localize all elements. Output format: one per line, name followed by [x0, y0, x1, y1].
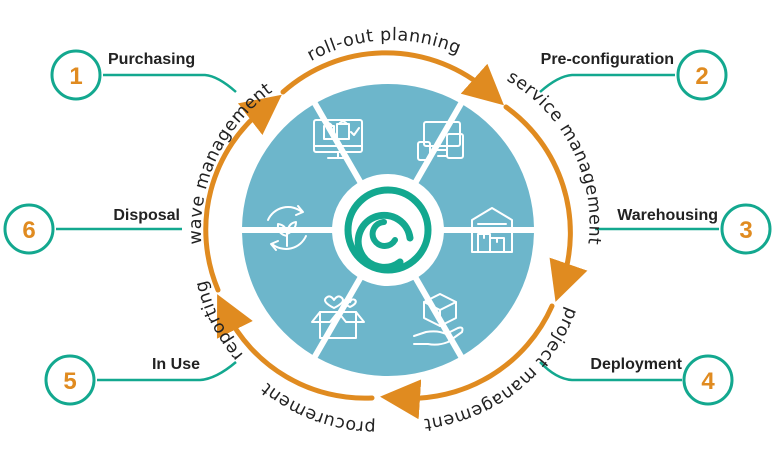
- segment-warehousing: [418, 232, 534, 355]
- svg-text:1: 1: [69, 63, 82, 90]
- warehouse-icon: [471, 207, 513, 253]
- segment-in-use: [242, 232, 358, 355]
- connector-4: [539, 361, 682, 382]
- ring-arrow-bottom-left: [216, 294, 375, 401]
- segment-disposal: [242, 105, 358, 228]
- computer-shopping-icon: [313, 119, 363, 159]
- ring-arrow-top: [280, 50, 504, 106]
- stage-badges: 1 2 3 4 5 6: [3, 49, 772, 406]
- stage-badge-5: 5: [44, 354, 96, 406]
- box-hearts-icon: [311, 295, 365, 339]
- recycle-leaf-icon: [267, 205, 307, 251]
- svg-text:3: 3: [739, 217, 752, 244]
- connector-5: [97, 361, 237, 382]
- devices-icon: [417, 121, 464, 161]
- ring-arrow-bottom-right: [380, 303, 555, 420]
- svg-text:4: 4: [701, 368, 715, 395]
- stage-badge-1: 1: [50, 49, 102, 101]
- process-ring: [203, 50, 588, 420]
- connector-1: [103, 73, 237, 93]
- connector-lines: [56, 73, 719, 382]
- stage-badge-4: 4: [682, 354, 734, 406]
- stage-label-disposal: Disposal: [113, 207, 180, 224]
- package-hand-icon: [413, 293, 464, 346]
- stage-badge-2: 2: [676, 49, 728, 101]
- ring-arrow-right: [503, 104, 588, 302]
- stage-label-deployment: Deployment: [590, 356, 682, 373]
- stage-badge-3: 3: [720, 203, 772, 255]
- swirl-logo-icon: [344, 186, 432, 274]
- stage-label-in-use: In Use: [152, 356, 200, 373]
- ring-arrow-left: [203, 94, 282, 293]
- stage-label-pre-configuration: Pre-configuration: [541, 51, 674, 68]
- stage-badge-6: 6: [3, 203, 55, 255]
- stage-label-purchasing: Purchasing: [108, 51, 195, 68]
- stage-labels: Purchasing Pre-configuration Warehousing…: [108, 51, 718, 373]
- stage-label-warehousing: Warehousing: [617, 207, 718, 224]
- ring-label-0: roll-out planning: [304, 25, 464, 66]
- svg-text:5: 5: [63, 368, 76, 395]
- ring-label-3: procurement: [257, 378, 376, 437]
- segment-purchasing: [317, 84, 459, 181]
- connector-2: [539, 73, 675, 93]
- svg-text:2: 2: [695, 63, 708, 90]
- svg-text:6: 6: [22, 217, 35, 244]
